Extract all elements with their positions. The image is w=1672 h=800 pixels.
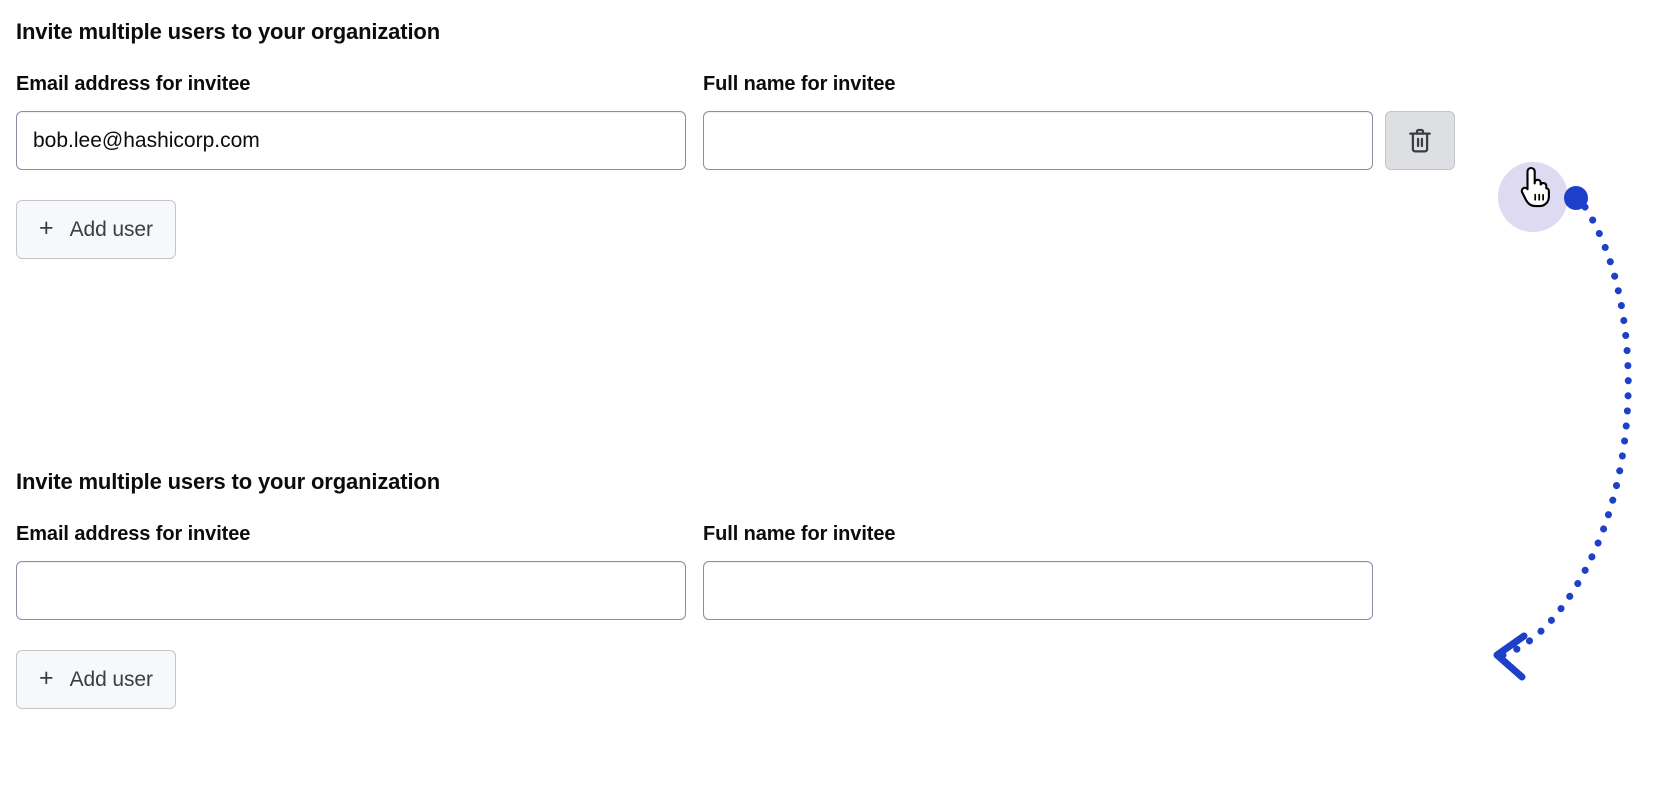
cursor-highlight-halo <box>1498 162 1568 232</box>
invite-block-2: Invite multiple users to your organizati… <box>16 468 1373 709</box>
plus-icon: + <box>39 214 54 242</box>
add-user-button-label: Add user <box>69 217 153 241</box>
trash-icon <box>1407 127 1433 155</box>
hand-pointer-cursor-icon <box>1517 165 1551 209</box>
email-field-label-2: Email address for invitee <box>16 523 251 545</box>
add-user-button-label-2: Add user <box>69 667 153 691</box>
name-field-group-2: Full name for invitee <box>703 522 1373 620</box>
fields-row-2: Email address for invitee Full name for … <box>16 522 1373 620</box>
email-input-2[interactable] <box>16 561 686 620</box>
full-name-input-2[interactable] <box>703 561 1373 620</box>
fields-row-1: Email address for invitee Full name for … <box>16 72 1455 170</box>
full-name-field-label: Full name for invitee <box>703 73 896 95</box>
name-field-group-1: Full name for invitee <box>703 72 1373 170</box>
plus-icon-2: + <box>39 664 54 692</box>
invite-block-1: Invite multiple users to your organizati… <box>16 18 1455 259</box>
page-title-2: Invite multiple users to your organizati… <box>16 469 440 494</box>
full-name-field-label-2: Full name for invitee <box>703 523 896 545</box>
email-field-group-2: Email address for invitee <box>16 522 686 620</box>
click-origin-dot <box>1564 186 1588 210</box>
add-user-button-2[interactable]: + Add user <box>16 650 176 709</box>
page-title: Invite multiple users to your organizati… <box>16 19 440 44</box>
email-input[interactable] <box>16 111 686 170</box>
email-field-label: Email address for invitee <box>16 73 251 95</box>
email-field-group-1: Email address for invitee <box>16 72 686 170</box>
full-name-input[interactable] <box>703 111 1373 170</box>
delete-row-button[interactable] <box>1385 111 1455 170</box>
add-user-button[interactable]: + Add user <box>16 200 176 259</box>
